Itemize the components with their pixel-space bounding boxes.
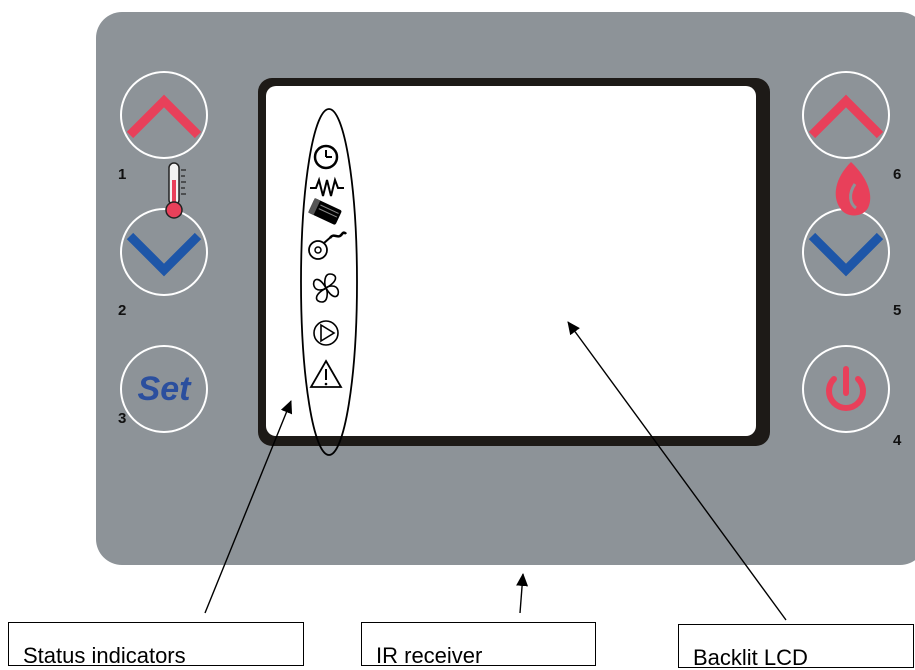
down-button-2[interactable] bbox=[120, 208, 208, 296]
warning-icon bbox=[309, 359, 343, 388]
callout-backlit-lcd: Backlit LCD bbox=[678, 624, 914, 670]
button-number-4: 4 bbox=[893, 432, 902, 449]
callout-status-label: Status indicators bbox=[23, 643, 186, 668]
callout-ir-receiver: IR receiver bbox=[361, 622, 596, 668]
set-button[interactable]: Set bbox=[120, 345, 208, 433]
chevron-down-icon bbox=[808, 232, 884, 277]
chevron-down-icon bbox=[126, 232, 202, 277]
button-number-3: 3 bbox=[118, 410, 127, 427]
chevron-up-icon bbox=[126, 94, 202, 139]
chevron-up-icon bbox=[808, 94, 884, 139]
button-number-5: 5 bbox=[893, 302, 902, 319]
power-icon bbox=[826, 366, 866, 412]
up-button-1[interactable] bbox=[120, 71, 208, 159]
up-button-6[interactable] bbox=[802, 71, 890, 159]
play-icon bbox=[313, 320, 339, 346]
button-number-6: 6 bbox=[893, 166, 902, 183]
igniter-icon bbox=[308, 231, 348, 260]
status-indicators-ellipse bbox=[300, 108, 358, 456]
fan-icon bbox=[312, 273, 340, 303]
clock-icon bbox=[313, 144, 339, 170]
resistor-icon bbox=[310, 176, 344, 197]
callout-ir-label: IR receiver bbox=[376, 643, 483, 668]
callout-status-indicators: Status indicators bbox=[8, 622, 304, 668]
cartridge-icon bbox=[308, 197, 342, 225]
callout-lcd-label: Backlit LCD bbox=[693, 645, 808, 670]
power-button[interactable] bbox=[802, 345, 890, 433]
button-number-1: 1 bbox=[118, 166, 127, 183]
set-button-label: Set bbox=[137, 369, 191, 408]
button-number-2: 2 bbox=[118, 302, 127, 319]
